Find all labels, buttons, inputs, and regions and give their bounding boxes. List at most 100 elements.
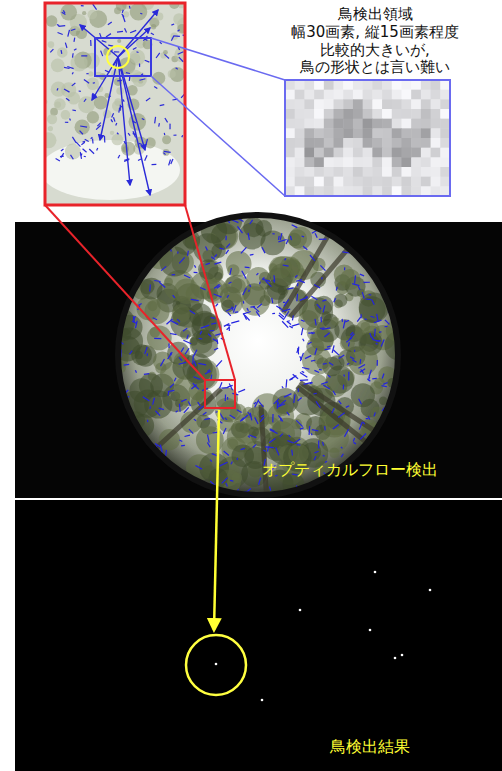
flow-vector <box>381 339 384 346</box>
flow-vector <box>221 387 228 389</box>
flow-vector <box>228 312 231 315</box>
pixel <box>431 90 441 100</box>
flow-vector <box>128 133 130 136</box>
flow-vector <box>379 331 382 333</box>
flow-vector <box>146 98 150 101</box>
flow-vector <box>201 325 209 328</box>
flow-vector <box>370 333 371 337</box>
flow-vector <box>125 28 127 32</box>
leaf <box>117 39 121 43</box>
pixel <box>440 177 450 187</box>
flow-vector <box>154 87 157 89</box>
flow-vector <box>214 294 222 297</box>
pixel <box>285 148 295 158</box>
flow-vector <box>357 317 361 322</box>
flow-vector <box>57 24 59 25</box>
flow-vector <box>80 131 83 135</box>
flow-vector <box>318 440 319 448</box>
flow-vector <box>140 13 142 15</box>
fisheye-view <box>116 213 400 497</box>
flow-vector <box>145 60 150 62</box>
flow-vector <box>64 67 69 68</box>
flow-vector <box>288 435 290 437</box>
pixel <box>334 177 344 187</box>
tree-trunk <box>290 244 351 317</box>
leaf <box>130 3 148 20</box>
pixel <box>421 148 431 158</box>
flow-vector <box>138 303 141 305</box>
flow-vector <box>346 338 352 343</box>
flow-vector <box>224 324 229 327</box>
flow-vector <box>205 371 211 374</box>
leaf <box>65 144 81 160</box>
leaf-cluster <box>361 322 371 332</box>
flow-vector <box>104 136 106 142</box>
flow-vector <box>241 448 245 449</box>
flow-vector <box>225 236 226 240</box>
flow-vector <box>176 411 178 413</box>
pixel <box>304 138 314 148</box>
leaf-cluster <box>246 267 270 291</box>
pixel <box>382 148 392 158</box>
pixel <box>334 99 344 109</box>
pixel <box>363 99 373 109</box>
flow-vector <box>315 348 317 355</box>
pixel <box>343 80 353 90</box>
flow-vector <box>270 430 278 434</box>
flow-vector <box>164 151 171 152</box>
flow-vector <box>165 450 167 456</box>
flow-vector <box>314 285 320 288</box>
flow-vector <box>72 53 74 57</box>
flow-vector <box>167 392 169 396</box>
flow-vector <box>305 356 311 359</box>
pixel <box>440 109 450 119</box>
flow-vector <box>341 454 343 457</box>
leaf <box>46 15 58 27</box>
leaf-cluster <box>276 401 291 416</box>
bird-circle <box>107 46 129 68</box>
flow-vector <box>179 357 182 360</box>
flow-vector <box>358 286 360 290</box>
flow-vector <box>308 332 315 334</box>
flow-vector <box>81 55 87 56</box>
detected-pixel <box>429 589 432 592</box>
leaf-cluster <box>221 300 234 313</box>
pixel <box>431 177 441 187</box>
tree-trunk <box>300 382 380 434</box>
flow-vector <box>319 369 322 371</box>
flow-vector <box>155 411 160 416</box>
flow-vector <box>80 126 87 127</box>
flow-vector <box>322 442 323 446</box>
pixel <box>285 109 295 119</box>
zoom-leader <box>185 205 235 380</box>
flow-vector <box>158 123 160 127</box>
pixel <box>314 148 324 158</box>
zoom-leader <box>45 205 205 380</box>
flow-vector <box>195 465 202 469</box>
flow-vector <box>226 307 234 311</box>
flow-vector <box>280 233 282 240</box>
flow-vector <box>173 35 179 37</box>
pixel <box>304 148 314 158</box>
pixel <box>431 99 441 109</box>
flow-vector <box>359 399 362 405</box>
flow-vector <box>120 105 121 111</box>
flow-vector <box>291 450 293 456</box>
flow-vector <box>191 299 199 300</box>
leaf-cluster <box>241 286 270 315</box>
flow-vector <box>304 382 312 384</box>
flow-vector <box>200 331 202 334</box>
flow-vector <box>287 441 293 443</box>
flow-vector <box>153 318 157 320</box>
flow-vector <box>129 77 131 82</box>
flow-vector <box>68 30 70 37</box>
flow-vector <box>222 478 228 484</box>
flow-vector <box>372 378 377 380</box>
flow-vector <box>136 321 138 328</box>
flow-vector <box>243 301 245 304</box>
flow-vector <box>50 49 53 52</box>
flow-vector <box>362 292 364 298</box>
flow-vector <box>118 155 120 158</box>
flow-vector <box>159 408 164 409</box>
